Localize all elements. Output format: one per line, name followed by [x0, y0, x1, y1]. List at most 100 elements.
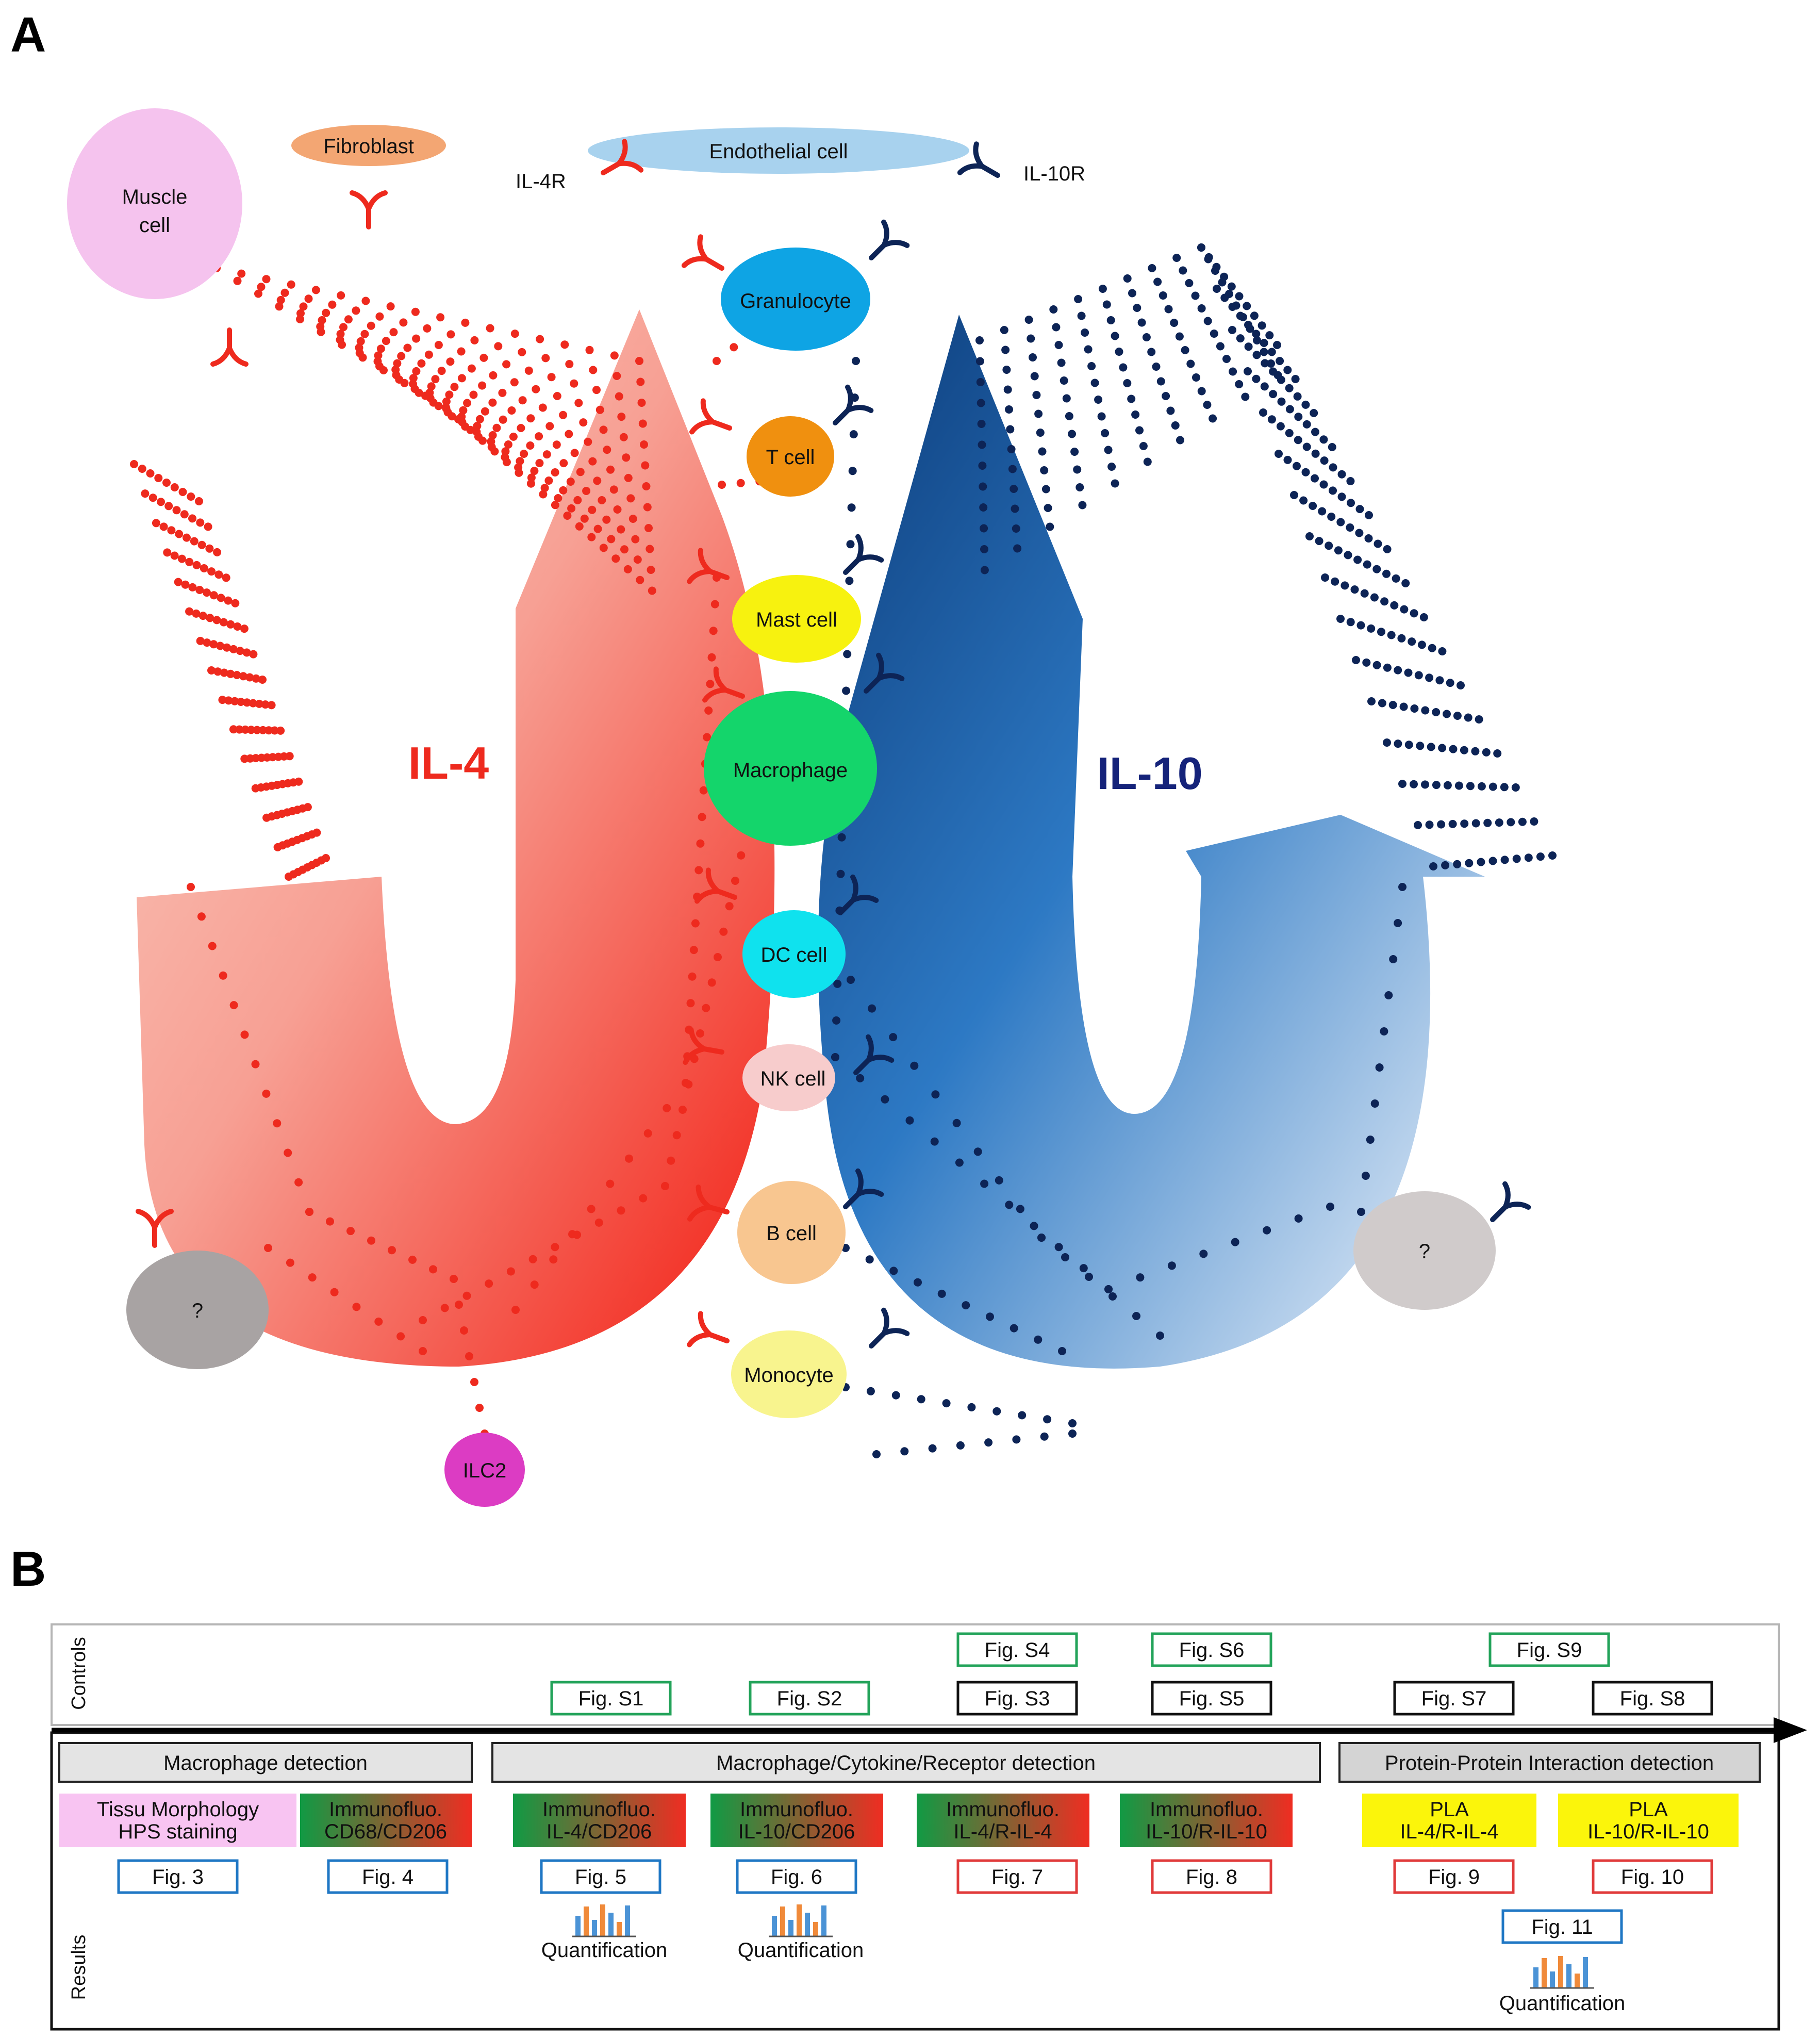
molecule-dot	[203, 638, 211, 647]
molecule-dot	[535, 459, 544, 467]
molecule-dot	[239, 672, 247, 681]
fig-box-label-s8: Fig. S8	[1620, 1687, 1685, 1710]
method-6-line-1: Immunofluo.	[1150, 1798, 1263, 1821]
molecule-dot	[1466, 782, 1475, 791]
molecule-dot	[481, 407, 489, 416]
molecule-dot	[1294, 436, 1302, 445]
molecule-dot	[611, 554, 620, 563]
molecule-dot	[1315, 537, 1323, 546]
molecule-dot	[609, 485, 618, 494]
method-3-line-1: Immunofluo.	[542, 1798, 656, 1821]
molecule-dot	[1427, 743, 1435, 751]
molecule-dot	[1077, 311, 1086, 320]
molecule-dot	[1079, 1264, 1088, 1273]
fig-box-s5: Fig. S5	[1151, 1681, 1272, 1716]
molecule-dot	[285, 752, 294, 761]
endothelial-cell	[588, 127, 969, 174]
molecule-dot	[356, 337, 365, 346]
molecule-dot	[213, 548, 222, 556]
molecule-dot	[1398, 780, 1407, 788]
molecule-dot	[1309, 502, 1317, 510]
molecule-dot	[1252, 330, 1261, 338]
molecule-dot	[549, 1255, 558, 1264]
molecule-dot	[219, 971, 227, 980]
molecule-dot	[1530, 817, 1538, 826]
molecule-dot	[1073, 465, 1082, 474]
molecule-dot	[1197, 243, 1205, 252]
fig-box-label-s6: Fig. S6	[1179, 1639, 1245, 1662]
molecule-dot	[606, 1179, 615, 1188]
molecule-dot	[1394, 919, 1402, 927]
method-4-line-2: IL-10/CD206	[738, 1820, 855, 1843]
molecule-dot	[1482, 748, 1491, 757]
molecule-dot	[1438, 647, 1447, 655]
molecule-dot	[461, 318, 470, 327]
molecule-dot	[978, 440, 986, 449]
molecule-dot	[891, 1391, 900, 1400]
molecule-dot	[492, 423, 501, 432]
molecule-dot	[463, 399, 472, 407]
quantification-11-label: Quantification	[1499, 1992, 1626, 2015]
molecule-dot	[1044, 504, 1052, 512]
molecule-dot	[504, 440, 512, 449]
molecule-dot	[296, 315, 304, 323]
molecule-dot	[488, 398, 497, 407]
molecule-dot	[849, 430, 858, 439]
molecule-dot	[1443, 710, 1451, 718]
molecule-dot	[648, 586, 656, 595]
molecule-dot	[509, 432, 518, 441]
molecule-dot	[446, 357, 455, 366]
molecule-dot	[217, 594, 225, 602]
receptor-icon	[957, 141, 1000, 178]
molecule-dot	[1414, 671, 1423, 680]
molecule-dot	[205, 544, 214, 553]
molecule-dot	[308, 1273, 317, 1282]
fig-box-label-s7: Fig. S7	[1421, 1687, 1487, 1710]
molecule-dot	[1192, 373, 1200, 382]
molecule-dot	[1156, 1332, 1164, 1340]
molecule-dot	[213, 667, 222, 676]
molecule-dot	[175, 530, 184, 538]
molecule-dot	[1166, 406, 1175, 415]
molecule-dot	[1428, 644, 1436, 652]
fig-box-s6: Fig. S6	[1151, 1632, 1272, 1667]
molecule-dot	[1319, 435, 1328, 444]
molecule-dot	[560, 340, 569, 349]
molecule-dot	[535, 432, 543, 441]
molecule-dot	[1394, 666, 1402, 675]
molecule-dot	[488, 431, 497, 439]
molecule-dot	[172, 506, 181, 515]
molecule-dot	[469, 390, 478, 399]
molecule-dot	[1337, 492, 1346, 501]
molecule-dot	[237, 698, 245, 706]
molecule-dot	[976, 378, 985, 386]
molecule-dot	[1005, 405, 1013, 414]
molecule-dot	[1123, 379, 1132, 387]
molecule-dot	[1285, 405, 1294, 414]
molecule-dot	[262, 1089, 271, 1098]
molecule-dot	[613, 505, 622, 514]
molecule-dot	[1299, 496, 1308, 505]
molecule-dot	[1235, 380, 1244, 388]
molecule-dot	[1115, 348, 1123, 356]
il10r-label: IL-10R	[1023, 162, 1085, 185]
molecule-dot	[1372, 565, 1381, 573]
molecule-dot	[510, 378, 519, 387]
molecule-dot	[638, 419, 647, 428]
molecule-dot	[1425, 673, 1434, 682]
molecule-dot	[376, 344, 385, 353]
molecule-dot	[980, 524, 988, 533]
molecule-dot	[1416, 742, 1425, 750]
molecule-dot	[1167, 1261, 1176, 1270]
molecule-dot	[1414, 821, 1422, 829]
molecule-dot	[224, 696, 233, 705]
molecule-dot	[707, 653, 716, 662]
molecule-dot	[1389, 955, 1398, 963]
method-5-line-2: IL-4/R-IL-4	[953, 1820, 1052, 1843]
molecule-dot	[559, 486, 568, 495]
fig-box-f10: Fig. 10	[1592, 1859, 1713, 1894]
method-1-line-1: Tissu Morphology	[97, 1798, 259, 1821]
muscle-cell-label-1: Muscle	[122, 186, 188, 208]
